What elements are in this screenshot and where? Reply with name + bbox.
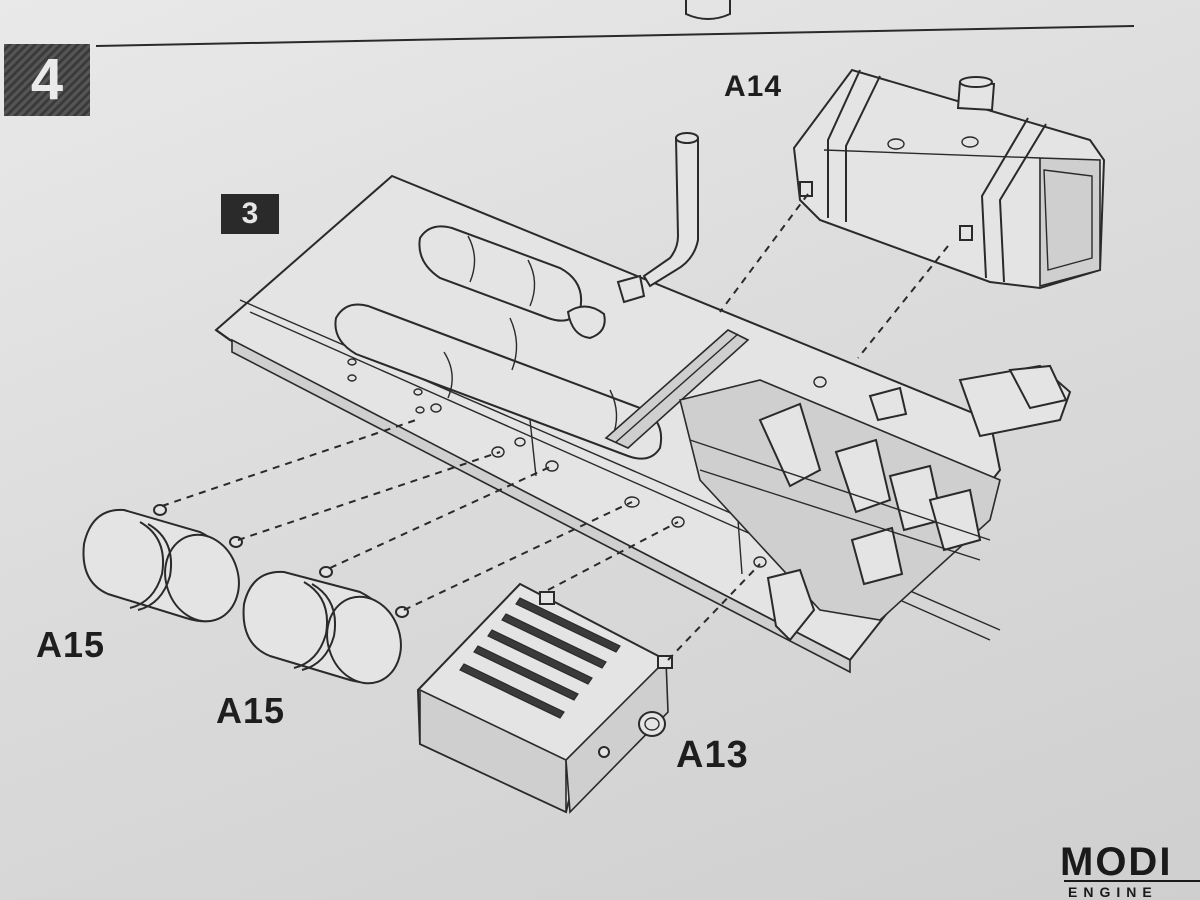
frame-mounting-holes	[347, 358, 827, 568]
part-label-a15-second: A15	[216, 690, 286, 731]
chassis-cross-member	[604, 329, 750, 449]
part-label-a14: A14	[724, 70, 783, 103]
chassis-air-tanks	[334, 225, 662, 460]
battery-box-vent-slots	[459, 597, 621, 719]
brand-logo: MODI	[1060, 840, 1173, 884]
part-label-a13: A13	[676, 734, 749, 776]
brand-subtitle: ENGINE	[1068, 884, 1158, 900]
chassis-mechanism	[679, 364, 1072, 642]
header-rule	[95, 0, 1135, 47]
chassis-exhaust-pipe	[616, 132, 699, 304]
fuel-tank-a14	[792, 68, 1106, 290]
canister-a15-second	[242, 566, 409, 685]
part-label-a15-first: A15	[36, 624, 106, 665]
sub-step-reference-badge: 3	[221, 194, 279, 234]
battery-box-a13	[416, 582, 673, 814]
step-number-badge: 4	[4, 44, 90, 116]
assembly-guide-lines	[161, 193, 949, 661]
canister-a15-first	[82, 504, 243, 623]
brand-divider	[1064, 880, 1200, 882]
